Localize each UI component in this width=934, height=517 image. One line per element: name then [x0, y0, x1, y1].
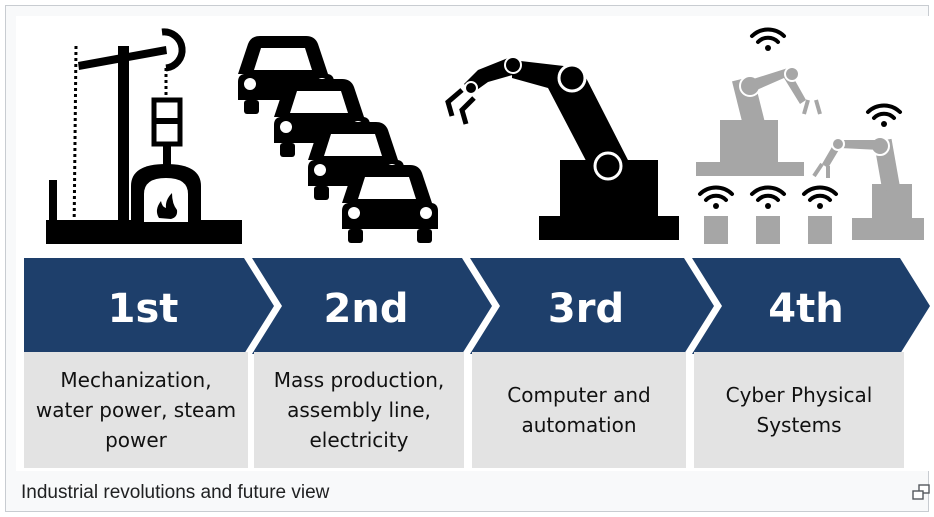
figure-graphics — [24, 27, 930, 354]
stage-1-chevron — [24, 258, 274, 354]
stage-4-chevron — [692, 258, 930, 354]
stage-2-description-text: Mass production, assembly line, electric… — [273, 368, 445, 452]
stage-2-description: Mass production, assembly line, electric… — [254, 352, 464, 468]
stage-3-number: 3rd — [547, 286, 625, 332]
stage-1-description: Mechanization, water power, steam power — [24, 352, 248, 468]
steam-pump-icon — [46, 28, 242, 244]
stage-3-description-text: Computer and automation — [507, 383, 651, 437]
timeline-arrow-band — [24, 258, 930, 354]
image-caption: Industrial revolutions and future view — [21, 482, 330, 503]
stage-4-description-text: Cyber Physical Systems — [725, 383, 873, 437]
enlarge-icon[interactable] — [912, 484, 930, 500]
stage-4-number: 4th — [768, 286, 844, 332]
cars-assembly-icon — [238, 36, 438, 243]
connected-robots-icon — [696, 27, 924, 244]
stage-3-description: Computer and automation — [472, 352, 686, 468]
stage-4-description: Cyber Physical Systems — [694, 352, 904, 468]
stage-2-chevron — [252, 258, 492, 354]
stage-1-number: 1st — [107, 286, 179, 332]
image-thumbnail-frame: 1st 2nd 3rd 4th Mechanization, water pow… — [5, 5, 930, 512]
stage-1-description-text: Mechanization, water power, steam power — [35, 368, 237, 452]
robot-arm-icon — [445, 56, 679, 240]
industrial-revolutions-figure[interactable]: 1st 2nd 3rd 4th Mechanization, water pow… — [16, 16, 930, 471]
stage-2-number: 2nd — [323, 286, 409, 332]
stage-3-chevron — [470, 258, 714, 354]
